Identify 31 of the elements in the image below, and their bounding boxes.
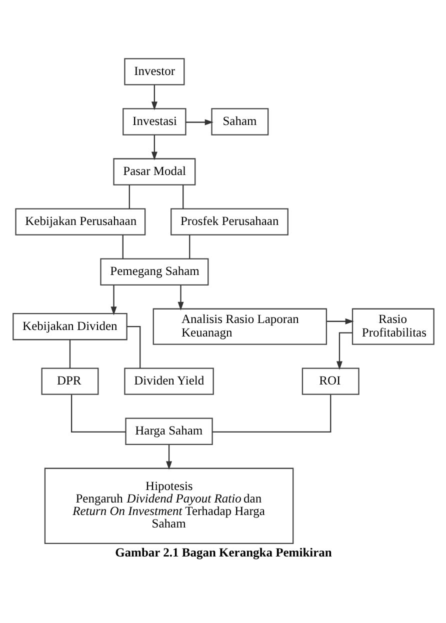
connector	[122, 234, 123, 258]
node-box: DPR	[40, 367, 98, 394]
node-box: Dividen Yield	[124, 367, 214, 394]
connector	[70, 394, 126, 432]
connector	[68, 339, 70, 368]
connector	[128, 184, 130, 208]
arrow	[150, 84, 157, 110]
node-box: Prosfek Perusahaan	[170, 208, 288, 235]
connector	[182, 184, 184, 208]
node-box: Investor	[124, 58, 184, 85]
node-box: ROI	[301, 367, 359, 394]
arrow	[177, 284, 184, 310]
node-box: Kebijakan Perusahaan	[14, 208, 146, 235]
node-box: Pemegang Saham	[100, 258, 208, 285]
node-box: Hipotesis Pengaruh Dividend Payout Ratio dan Return On Investment Terhadap Harga Saham	[44, 467, 294, 544]
arrow	[326, 318, 354, 324]
connector	[188, 234, 190, 258]
node-box: Investasi	[122, 108, 186, 135]
node-box: Analisis Rasio Laporan Keuanagn	[152, 308, 327, 344]
node-box: Kebijakan Dividen	[12, 312, 127, 340]
connector	[212, 394, 331, 432]
node-box: Rasio Profitabilitas	[351, 308, 434, 344]
node-box: Harga Saham	[124, 417, 212, 444]
arrow	[166, 444, 172, 470]
node-box: Pasar Modal	[112, 158, 196, 185]
arrow	[110, 284, 116, 315]
node-box: Saham	[210, 108, 268, 135]
arrow	[150, 134, 157, 160]
arrow	[185, 118, 213, 125]
caption: Gambar 2.1 Bagan Kerangka Pemikiran	[114, 545, 332, 560]
arrow	[336, 332, 352, 370]
